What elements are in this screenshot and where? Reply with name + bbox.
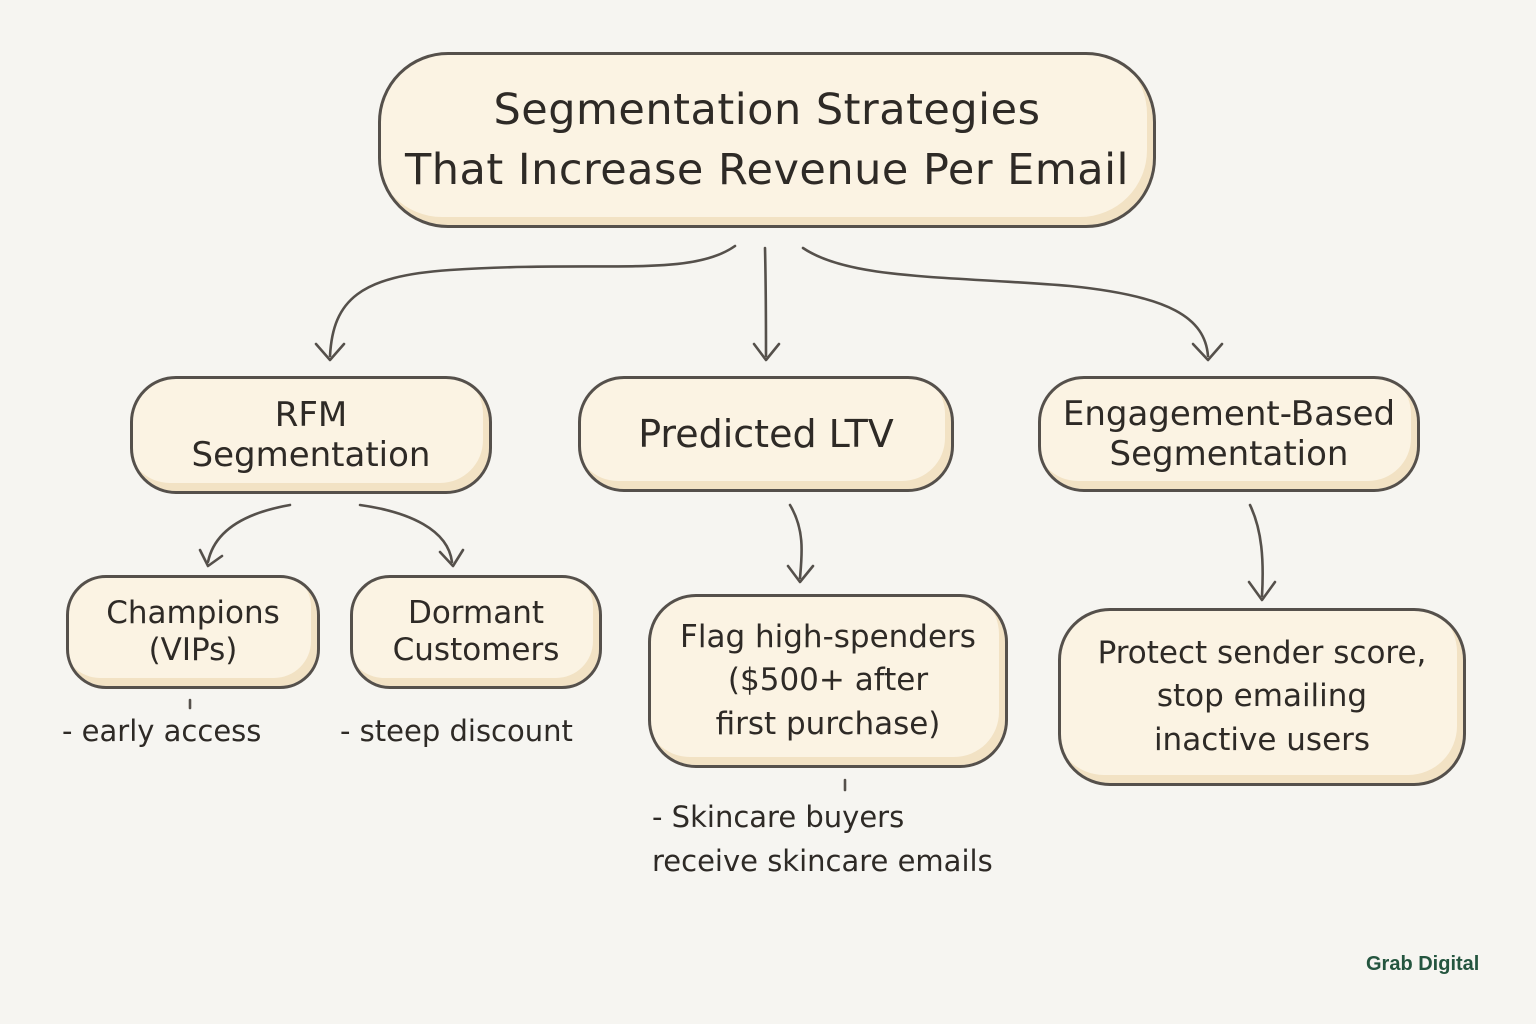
diagram-title: Segmentation Strategies That Increase Re…	[405, 84, 1129, 195]
arrow-head	[786, 564, 815, 584]
engagement-segmentation-node: Engagement-Based Segmentation	[1038, 376, 1420, 492]
skincare-note: - Skincare buyers receive skincare email…	[652, 800, 993, 878]
predicted-ltv-node: Predicted LTV	[578, 376, 954, 492]
arrow-head	[752, 342, 781, 362]
arrow-head	[198, 548, 224, 568]
arrow-title-to-ltv	[763, 246, 768, 358]
arrow-head	[1247, 580, 1277, 602]
arrow-head	[1191, 342, 1224, 362]
champions-label: Champions (VIPs)	[106, 595, 280, 668]
rfm-segmentation-label: RFM Segmentation	[191, 394, 431, 475]
arrow-engagement-to-protect	[1248, 503, 1264, 598]
arrow-rfm-to-dormant	[358, 503, 454, 564]
arrow-ltv-to-flag	[788, 503, 803, 580]
brand-logo-text: Grab Digital	[1366, 953, 1480, 975]
flag-high-spenders-node: Flag high-spenders ($500+ after first pu…	[648, 594, 1008, 768]
dormant-customers-label: Dormant Customers	[392, 595, 560, 668]
arrow-title-to-rfm	[328, 244, 737, 358]
arrow-head	[314, 342, 346, 362]
arrow-rfm-to-champions	[206, 503, 292, 564]
rfm-segmentation-node: RFM Segmentation	[130, 376, 492, 494]
title-node: Segmentation Strategies That Increase Re…	[378, 52, 1156, 228]
dormant-customers-node: Dormant Customers	[350, 575, 602, 689]
champions-node: Champions (VIPs)	[66, 575, 320, 689]
protect-sender-score-label: Protect sender score, stop emailing inac…	[1097, 634, 1427, 758]
arrow-head	[438, 548, 465, 568]
predicted-ltv-label: Predicted LTV	[638, 411, 894, 456]
engagement-segmentation-label: Engagement-Based Segmentation	[1062, 393, 1396, 474]
flag-high-spenders-label: Flag high-spenders ($500+ after first pu…	[680, 618, 976, 742]
arrow-title-to-engagement	[801, 246, 1210, 358]
dormant-note: - steep discount	[340, 714, 573, 748]
protect-sender-score-node: Protect sender score, stop emailing inac…	[1058, 608, 1466, 786]
champions-note: - early access	[62, 714, 262, 748]
